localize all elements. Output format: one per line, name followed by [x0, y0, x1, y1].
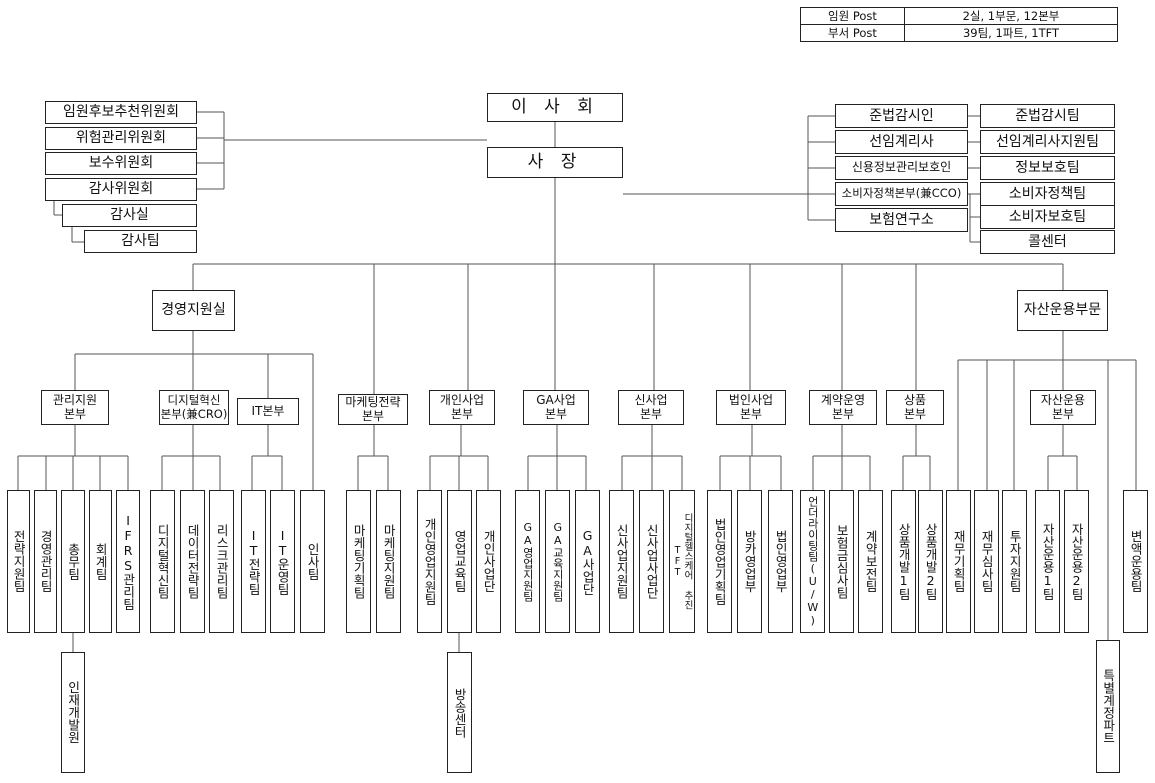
team-box: 재무심사팀: [974, 490, 999, 633]
team-box: GA교육지원팀: [545, 490, 570, 633]
hq-box: GA사업 본부: [523, 390, 589, 425]
audit-team-box: 감사팀: [84, 230, 197, 253]
compliance-officer-box: 준법감시인: [835, 104, 968, 128]
team-box: 마케팅기획팀: [346, 490, 371, 633]
compliance-team-box: 소비자보호팀: [980, 205, 1115, 229]
committee-box: 감사위원회: [45, 178, 197, 201]
broadcast-center-box: 방송센터: [447, 652, 472, 773]
hq-box: 개인사업 본부: [429, 390, 495, 425]
board-box: 이 사 회: [487, 93, 623, 122]
team-box: 자산운용2팀: [1064, 490, 1089, 633]
hr-center-box: 인재개발원: [61, 652, 85, 773]
hq-box: IT본부: [237, 398, 299, 425]
legend-row: 임원 Post 2실, 1부문, 12본부: [800, 7, 1118, 25]
team-box: GA사업단: [575, 490, 600, 633]
team-box: 법인영업기획팀: [707, 490, 732, 633]
hq-box: 법인사업 본부: [716, 390, 786, 425]
committee-box: 보수위원회: [45, 152, 197, 175]
team-box: 언더라이팅팀(U/W): [800, 490, 825, 633]
team-box: 투자지원팀: [1002, 490, 1027, 633]
team-box: 디지털헬스케어 추진 TFT: [669, 490, 695, 633]
team-box: 계약보전팀: [858, 490, 883, 633]
team-box: 전략지원팀: [7, 490, 30, 633]
asset-division-box: 자산운용부문: [1017, 290, 1108, 331]
audit-office-box: 감사실: [62, 204, 197, 227]
team-box: 법인영업부: [768, 490, 793, 633]
legend-value: 39팀, 1파트, 1TFT: [904, 24, 1118, 42]
team-box: 리스크관리팀: [209, 490, 234, 633]
team-box: GA영업지원팀: [515, 490, 540, 633]
team-box: 개인영업지원팀: [417, 490, 442, 633]
hq-box: 자산운용 본부: [1030, 390, 1096, 425]
legend-label: 임원 Post: [800, 7, 905, 25]
legend-label: 부서 Post: [800, 24, 905, 42]
management-division-box: 경영지원실: [152, 290, 235, 331]
team-box: 마케팅지원팀: [376, 490, 401, 633]
team-box: 신사업지원팀: [609, 490, 634, 633]
compliance-team-box: 소비자정책팀: [980, 182, 1115, 206]
team-box: 디지털혁신팀: [150, 490, 175, 633]
team-box: IT전략팀: [241, 490, 266, 633]
compliance-team-box: 준법감시팀: [980, 104, 1115, 128]
team-box: 총무팀: [61, 490, 85, 633]
hq-box: 관리지원 본부: [41, 390, 109, 425]
team-box: 재무기획팀: [946, 490, 971, 633]
team-box: 회계팀: [89, 490, 112, 633]
compliance-officer-box: 소비자정책본부(兼CCO): [835, 182, 968, 206]
committee-box: 위험관리위원회: [45, 127, 197, 150]
compliance-team-box: 선임계리사지원팀: [980, 130, 1115, 154]
team-box: 인사팀: [300, 490, 325, 633]
compliance-officer-box: 신용정보관리보호인: [835, 156, 968, 180]
team-box: 영업교육팀: [447, 490, 472, 633]
legend-row: 부서 Post 39팀, 1파트, 1TFT: [800, 24, 1118, 42]
ceo-box: 사 장: [487, 147, 623, 178]
hq-box: 디지털혁신 본부(兼CRO): [159, 390, 229, 425]
team-box: 보험금심사팀: [829, 490, 854, 633]
post-legend: 임원 Post 2실, 1부문, 12본부 부서 Post 39팀, 1파트, …: [800, 7, 1118, 42]
research-institute-box: 보험연구소: [835, 208, 968, 232]
team-box: 신사업사업단: [639, 490, 664, 633]
team-box: 상품개발1팀: [891, 490, 916, 633]
committee-box: 임원후보추천위원회: [45, 101, 197, 124]
special-account-part-box: 특별계정파트: [1096, 640, 1120, 773]
team-box: 변액운용팀: [1123, 490, 1148, 633]
hq-box: 마케팅전략 본부: [338, 394, 408, 425]
team-box: IFRS관리팀: [116, 490, 140, 633]
compliance-team-box: 정보보호팀: [980, 156, 1115, 180]
hq-box: 신사업 본부: [618, 390, 684, 425]
hq-box: 상품 본부: [886, 390, 944, 425]
hq-box: 계약운영 본부: [809, 390, 877, 425]
compliance-officer-box: 선임계리사: [835, 130, 968, 154]
team-box: 상품개발2팀: [918, 490, 943, 633]
team-box: 방카영업부: [737, 490, 762, 633]
team-box: 개인사업단: [476, 490, 501, 633]
team-box: 자산운용1팀: [1035, 490, 1060, 633]
legend-value: 2실, 1부문, 12본부: [904, 7, 1118, 25]
compliance-team-box: 콜센터: [980, 230, 1115, 254]
team-box: 데이터전략팀: [180, 490, 205, 633]
team-box: IT운영팀: [270, 490, 295, 633]
team-box: 경영관리팀: [34, 490, 57, 633]
